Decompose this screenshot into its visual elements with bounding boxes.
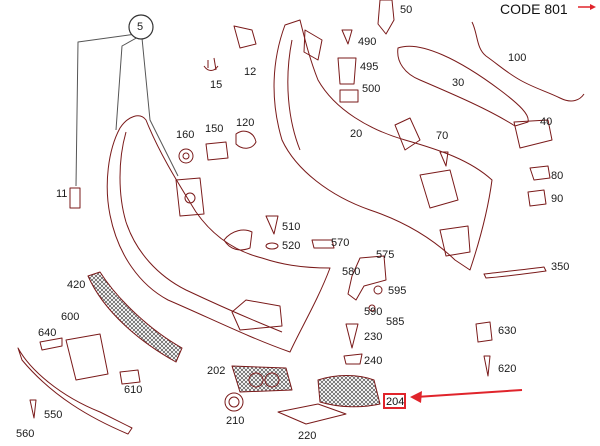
part-label-220: 220 <box>298 430 317 442</box>
callout-5-leaders <box>75 33 179 187</box>
part-label-40: 40 <box>540 116 553 128</box>
small-parts <box>29 25 551 419</box>
plate-holder <box>65 333 109 381</box>
part-label-510: 510 <box>282 221 301 233</box>
highlight-arrow <box>410 389 523 403</box>
fog-grille-right <box>317 375 381 408</box>
part-label-12: 12 <box>244 66 257 78</box>
part-label-550: 550 <box>44 409 63 421</box>
part-label-570: 570 <box>331 237 350 249</box>
part-label-520: 520 <box>282 240 301 252</box>
bracket-40 <box>513 119 553 149</box>
part-label-120: 120 <box>236 117 255 129</box>
part-label-20: 20 <box>350 128 363 140</box>
callout-number: 5 <box>137 21 144 33</box>
part-label-610: 610 <box>124 384 143 396</box>
part-label-210: 210 <box>226 415 245 427</box>
part-label-350: 350 <box>551 261 570 273</box>
callout-circle <box>128 14 154 40</box>
part-label-560: 560 <box>16 428 35 440</box>
part-label-575: 575 <box>376 249 395 261</box>
part-label-15: 15 <box>210 79 223 91</box>
part-label-80: 80 <box>551 170 564 182</box>
part-label-30: 30 <box>452 77 465 89</box>
part-label-50: 50 <box>400 4 413 16</box>
part-label-160: 160 <box>176 129 195 141</box>
side-trim-550 <box>17 347 133 435</box>
fog-grille-left <box>231 365 293 393</box>
part-label-202: 202 <box>207 365 226 377</box>
part-label-490: 490 <box>358 36 377 48</box>
part-label-640: 640 <box>38 327 57 339</box>
highlight-box: 204 <box>383 393 406 409</box>
part-label-630: 630 <box>498 325 517 337</box>
part-label-90: 90 <box>551 193 564 205</box>
part-label-240: 240 <box>364 355 383 367</box>
trim-strip-350 <box>483 266 547 279</box>
wire-harness <box>471 21 585 102</box>
bracket-50 <box>377 0 395 35</box>
highlight-part-label: 204 <box>386 396 405 408</box>
part-label-595: 595 <box>388 285 407 297</box>
part-label-590: 590 <box>364 306 383 318</box>
part-label-500: 500 <box>362 83 381 95</box>
part-label-420: 420 <box>67 279 86 291</box>
code-arrow <box>578 4 596 10</box>
part-label-495: 495 <box>360 61 379 73</box>
part-label-620: 620 <box>498 363 517 375</box>
bumper-carrier <box>273 19 493 271</box>
trim-220 <box>277 403 347 425</box>
part-label-600: 600 <box>61 311 80 323</box>
part-label-585: 585 <box>386 316 405 328</box>
bumper-shell <box>106 115 331 353</box>
lower-grille <box>87 271 183 363</box>
part-label-580: 580 <box>342 266 361 278</box>
part-label-70: 70 <box>436 130 449 142</box>
code-label: CODE 801 <box>488 0 600 19</box>
part-label-100: 100 <box>508 52 527 64</box>
code-label-text: CODE 801 <box>500 1 568 17</box>
seal-ring <box>224 392 244 412</box>
reinforcement-bar <box>397 45 529 127</box>
part-label-150: 150 <box>205 123 224 135</box>
part-label-230: 230 <box>364 331 383 343</box>
part-label-11: 11 <box>56 188 68 200</box>
